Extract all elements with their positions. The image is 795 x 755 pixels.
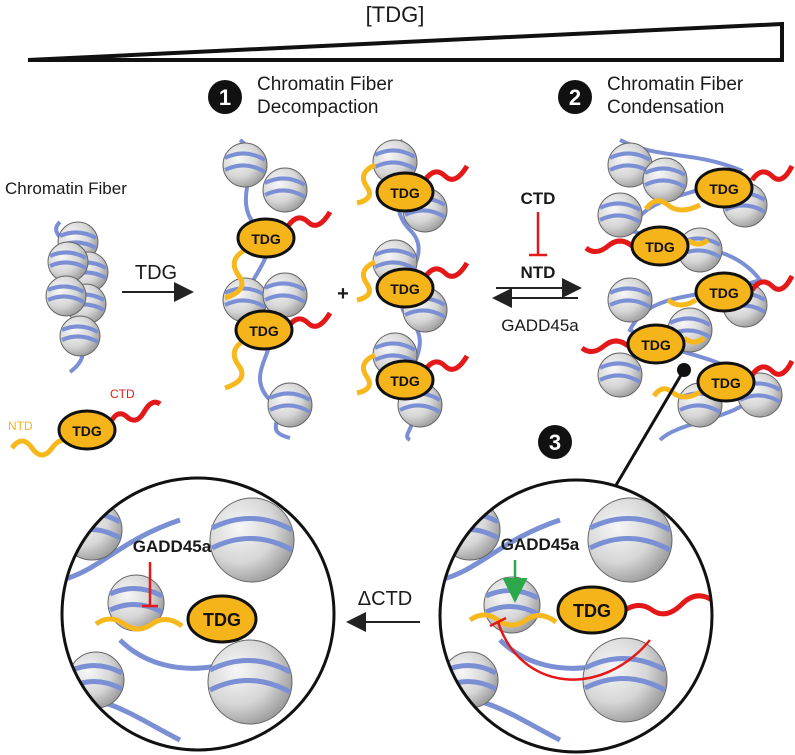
plus-sign: + xyxy=(337,283,349,305)
nucleosome xyxy=(59,315,101,357)
tdg-protein-label: TDG xyxy=(249,323,279,339)
tdg-arrow-label: TDG xyxy=(135,262,177,284)
step-2-title-line2: Condensation xyxy=(607,97,724,118)
tdg-protein-label: TDG xyxy=(203,610,241,630)
step-2-number: 2 xyxy=(569,85,581,110)
ntd-label: NTD xyxy=(521,263,556,282)
nucleosome xyxy=(262,272,308,318)
nucleosome xyxy=(582,637,668,723)
compact-chromatin-fiber xyxy=(45,220,109,374)
tdg-protein-label: TDG xyxy=(641,337,671,353)
nucleosome xyxy=(642,157,688,203)
nucleosome xyxy=(207,639,293,725)
zoom-callout-line xyxy=(610,369,686,493)
legend-tdg-label: TDG xyxy=(72,423,102,439)
nucleosome xyxy=(67,651,125,709)
step-1-number: 1 xyxy=(219,85,231,110)
tdg-protein-label: TDG xyxy=(390,185,420,201)
delta-ctd-label: ΔCTD xyxy=(358,588,412,610)
legend-ctd-label: CTD xyxy=(110,387,135,401)
tdg-protein-label: TDG xyxy=(251,231,281,247)
ctd-inhibition-bar xyxy=(489,616,507,628)
tdg-protein-label: TDG xyxy=(709,285,739,301)
condensed-chromatin-fiber: TDG TDG TDG TDG TDG xyxy=(580,138,795,442)
step-2-badge: 2 xyxy=(558,80,592,114)
nucleosome xyxy=(587,497,673,583)
tdg-protein-label: TDG xyxy=(709,181,739,197)
tdg-protein-label: TDG xyxy=(711,375,741,391)
zoom-circle-full-length: TDG GADD45a xyxy=(438,478,714,754)
gadd45a-equilibrium-label: GADD45a xyxy=(501,316,579,335)
decompacted-fiber-a: TDG TDG xyxy=(222,138,333,440)
step-3-number: 3 xyxy=(549,430,561,455)
gadd45a-activation-label: GADD45a xyxy=(501,535,580,554)
nucleosome xyxy=(45,275,87,317)
zoom-circle-delta-ctd: TDG GADD45a xyxy=(60,476,336,752)
step-1-title-line1: Chromatin Fiber xyxy=(257,74,394,95)
tdg-protein-label: TDG xyxy=(390,281,420,297)
step-1-title-line2: Decompaction xyxy=(257,97,378,118)
nucleosome xyxy=(597,352,643,398)
nucleosome xyxy=(262,167,308,213)
tdg-protein-label: TDG xyxy=(573,601,611,621)
tdg-concentration-wedge xyxy=(27,21,784,62)
tdg-protein-label: TDG xyxy=(645,239,675,255)
tdg-protein-label: TDG xyxy=(390,373,420,389)
step-2-title-line1: Chromatin Fiber xyxy=(607,74,744,95)
ctd-label: CTD xyxy=(521,189,556,208)
legend-ntd-label: NTD xyxy=(8,419,33,433)
zoom-callout-dot xyxy=(677,363,691,377)
nucleosome xyxy=(597,192,643,238)
nucleosome xyxy=(267,382,313,428)
step-3-badge: 3 xyxy=(538,425,572,459)
nucleosome xyxy=(222,142,268,188)
nucleosome xyxy=(607,277,653,323)
step-1-badge: 1 xyxy=(208,80,242,114)
nucleosome xyxy=(209,497,295,583)
tdg-concentration-label: [TDG] xyxy=(366,2,425,27)
decompacted-fiber-b: TDG TDG TDG xyxy=(356,138,470,442)
chromatin-fiber-label: Chromatin Fiber xyxy=(5,179,127,198)
tdg-domain-legend: TDG NTD CTD xyxy=(8,387,162,458)
gadd45a-inhibition-label: GADD45a xyxy=(133,537,212,556)
